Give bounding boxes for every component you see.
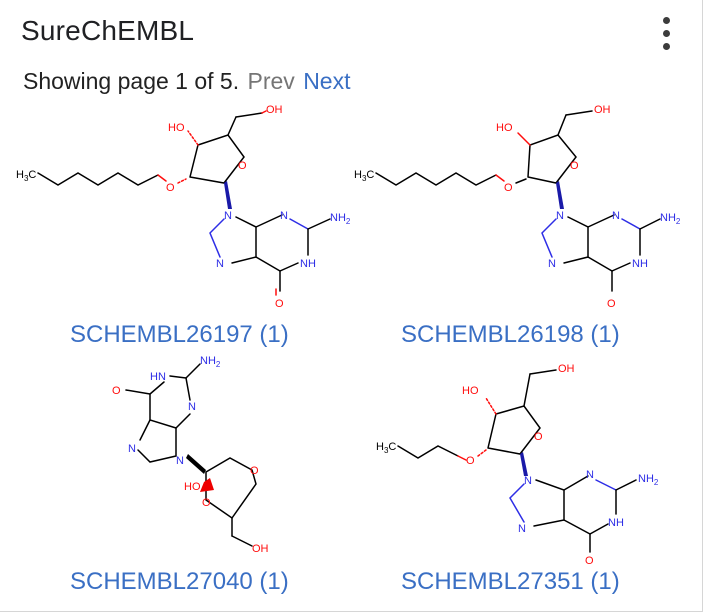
- svg-text:N: N: [556, 210, 564, 222]
- svg-text:OH: OH: [266, 104, 283, 116]
- svg-text:N: N: [524, 475, 532, 487]
- structure-image[interactable]: H3C O OH HO O N N N NH2 NH O: [354, 350, 704, 568]
- svg-text:NH2: NH2: [660, 212, 681, 226]
- svg-text:HO: HO: [168, 122, 185, 134]
- compound-card: NH2 HN N O N N O HO O OH SCHEMBL27040 (1…: [0, 350, 354, 612]
- methyl-label: H3C: [354, 169, 374, 183]
- svg-text:NH: NH: [632, 258, 648, 270]
- svg-text:O: O: [202, 497, 211, 509]
- svg-text:N: N: [586, 469, 594, 481]
- svg-text:NH: NH: [608, 517, 624, 529]
- svg-text:HO: HO: [184, 481, 201, 493]
- compound-card: H3C O OH HO O N N N NH2 NH O SCHEMBL2735…: [354, 350, 704, 612]
- svg-text:NH2: NH2: [200, 355, 221, 369]
- svg-text:N: N: [128, 443, 136, 455]
- next-page-link[interactable]: Next: [303, 68, 351, 94]
- prev-page-link: Prev: [247, 68, 295, 94]
- svg-text:HN: HN: [150, 371, 166, 383]
- svg-text:NH2: NH2: [638, 473, 659, 487]
- svg-text:NH: NH: [300, 258, 316, 270]
- svg-text:O: O: [534, 431, 543, 443]
- svg-text:O: O: [250, 465, 259, 477]
- svg-text:N: N: [188, 401, 196, 413]
- pagination-bar: Showing page 1 of 5. Prev Next: [23, 68, 350, 95]
- svg-text:O: O: [238, 160, 247, 172]
- svg-text:OH: OH: [558, 363, 575, 375]
- svg-text:O: O: [585, 555, 594, 567]
- compound-link[interactable]: SCHEMBL26197 (1): [70, 321, 289, 348]
- compound-link[interactable]: SCHEMBL26198 (1): [401, 321, 620, 348]
- svg-text:N: N: [280, 210, 288, 222]
- svg-text:N: N: [548, 258, 556, 270]
- svg-text:HO: HO: [462, 385, 479, 397]
- compound-card: H3C O OH HO O N N N NH2 NH O SCHEMBL2619…: [0, 95, 354, 350]
- pagination-status: Showing page 1 of 5.: [23, 68, 240, 94]
- svg-text:N: N: [224, 210, 232, 222]
- svg-text:N: N: [216, 258, 224, 270]
- structure-image[interactable]: H3C O OH HO O N N N NH2 NH O: [0, 95, 354, 315]
- svg-text:O: O: [570, 160, 579, 172]
- structure-image[interactable]: H3C O OH HO O N N N NH2 NH O: [354, 95, 704, 315]
- compound-link[interactable]: SCHEMBL27040 (1): [70, 568, 289, 595]
- svg-text:O: O: [166, 182, 175, 194]
- svg-text:O: O: [112, 385, 121, 397]
- svg-text:OH: OH: [252, 543, 269, 555]
- compound-link[interactable]: SCHEMBL27351 (1): [401, 568, 620, 595]
- svg-text:OH: OH: [594, 104, 611, 116]
- page-title: SureChEMBL: [21, 15, 195, 46]
- structure-image[interactable]: NH2 HN N O N N O HO O OH: [0, 350, 354, 568]
- svg-text:O: O: [607, 298, 616, 310]
- svg-text:O: O: [466, 455, 475, 467]
- more-options-icon[interactable]: [648, 14, 684, 54]
- svg-text:NH2: NH2: [330, 212, 351, 226]
- compound-card: H3C O OH HO O N N N NH2 NH O SCHEMBL2619…: [354, 95, 704, 350]
- methyl-label: H3C: [16, 169, 36, 183]
- methyl-label: H3C: [376, 441, 396, 455]
- svg-text:N: N: [176, 455, 184, 467]
- svg-text:N: N: [518, 523, 526, 535]
- svg-text:N: N: [612, 210, 620, 222]
- svg-text:O: O: [504, 182, 513, 194]
- svg-text:HO: HO: [496, 122, 513, 134]
- svg-text:O: O: [275, 298, 284, 310]
